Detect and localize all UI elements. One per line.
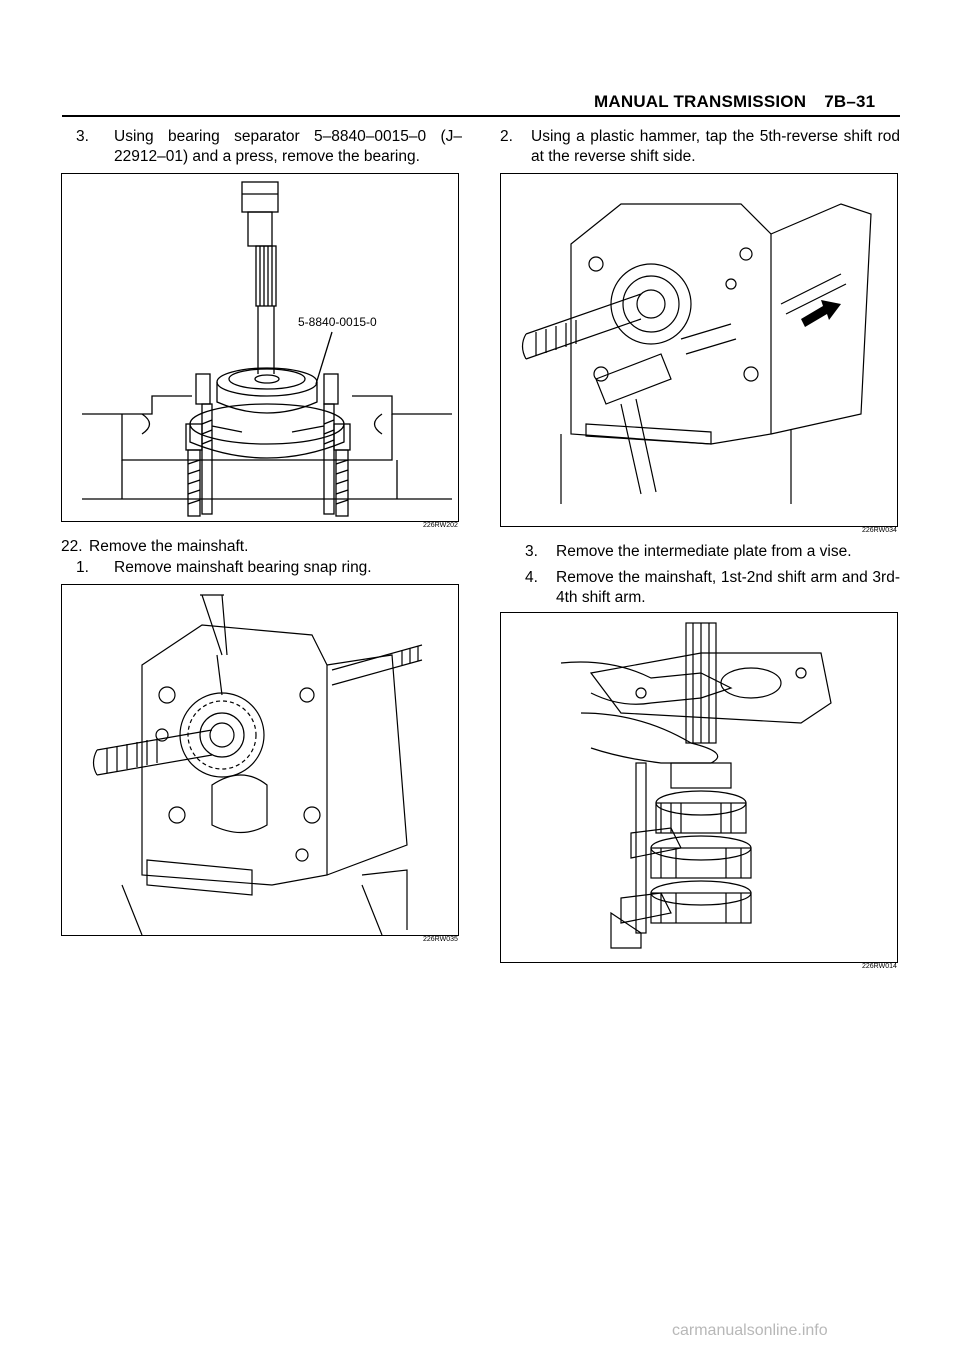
step-text: Remove the intermediate plate from a vis… [556,543,852,560]
figure-mainshaft-removal [500,612,898,963]
mainshaft-removal-illustration [560,622,832,949]
step-number: 2. [500,128,513,145]
header-rule [62,115,900,117]
figure-id: 226RW014 [862,963,897,970]
bearing-press-illustration: 5-8840-0015-0 [82,181,452,517]
right-step-4: 4. Remove the mainshaft, 1st-2nd shift a… [525,568,900,610]
right-step-2: 2. Using a plastic hammer, tap the 5th-r… [500,127,900,169]
figure-snap-ring [61,584,459,936]
header-page-number: 7B–31 [824,92,876,111]
figure-bearing-separator: 5-8840-0015-0 [61,173,459,522]
left-step-22: 22. Remove the mainshaft. [61,537,462,557]
shift-rod-illustration [521,203,872,504]
figure-id: 226RW034 [862,527,897,534]
tool-callout-label: 5-8840-0015-0 [298,315,377,329]
page-header: MANUAL TRANSMISSION 7B–31 [594,92,875,112]
left-step-1: 1. Remove mainshaft bearing snap ring. [76,558,462,578]
header-title: MANUAL TRANSMISSION [594,92,807,111]
figure-shift-rod [500,173,898,527]
step-text: Using a plastic hammer, tap the 5th-reve… [531,128,900,165]
step-number: 3. [76,128,89,145]
step-text: Remove mainshaft bearing snap ring. [114,559,372,576]
step-number: 22. [61,538,83,555]
step-text: Remove the mainshaft, 1st-2nd shift arm … [556,569,900,606]
step-number: 4. [525,569,538,586]
step-text: Remove the mainshaft. [89,538,249,555]
left-step-3: 3. Using bearing separator 5–8840–0015–0… [76,127,462,169]
step-text: Using bearing separator 5–8840–0015–0 (J… [114,128,462,165]
step-number: 3. [525,543,538,560]
snap-ring-illustration [92,594,423,935]
figure-id: 226RW035 [423,936,458,943]
direction-arrow [801,300,841,327]
right-step-3: 3. Remove the intermediate plate from a … [525,542,900,562]
figure-id: 226RW202 [423,522,458,529]
watermark: carmanualsonline.info [672,1322,828,1339]
step-number: 1. [76,559,89,576]
